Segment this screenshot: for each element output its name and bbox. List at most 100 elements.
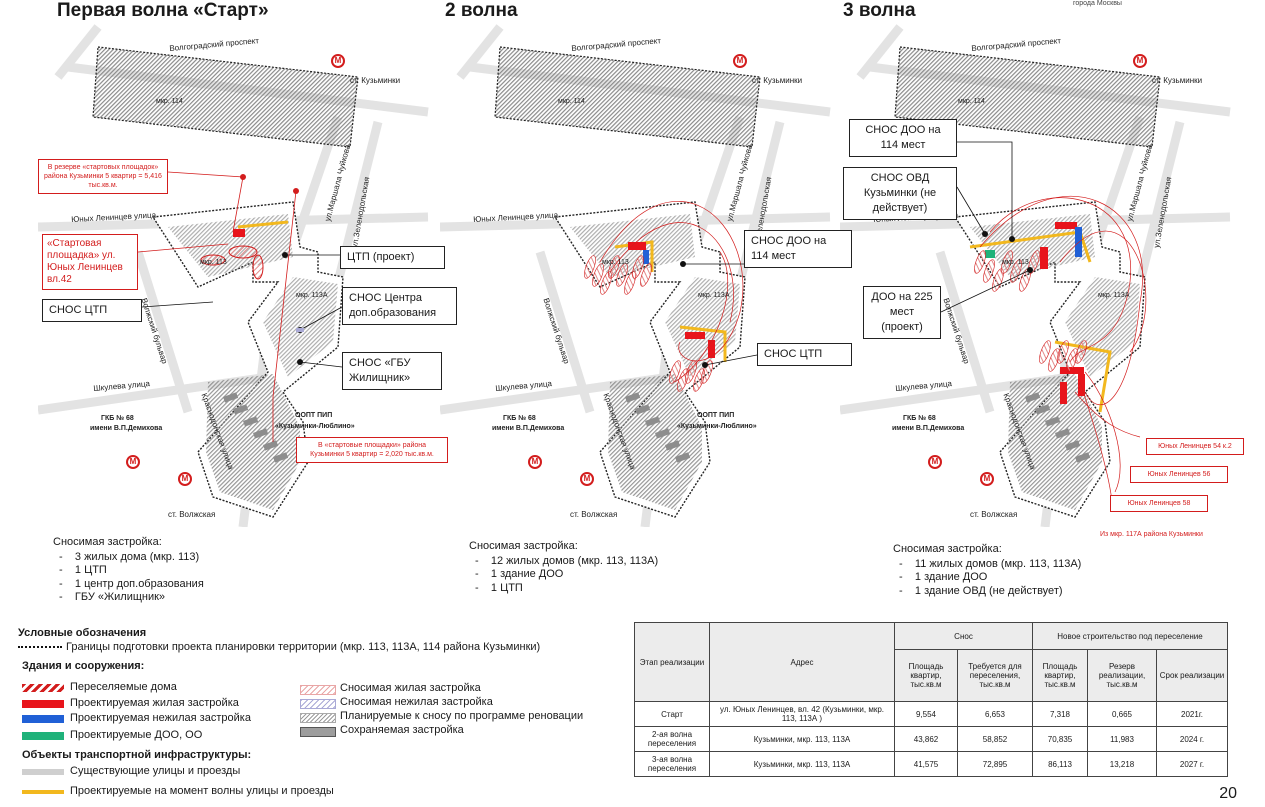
green-swatch (22, 732, 64, 740)
street-label: ГКБ № 68 (101, 415, 134, 422)
new-nonres (1075, 227, 1082, 257)
wave-3-title: 3 волна (843, 0, 916, 21)
street (54, 24, 102, 80)
preserved-building (1035, 404, 1051, 415)
legend-item-existing-streets: Существующие улицы и проезды (18, 765, 240, 777)
planned-street (679, 325, 727, 362)
legend-item-planned-streets: Проектируемые на момент волны улицы и пр… (18, 785, 334, 797)
renovation-area (970, 214, 1095, 277)
demolition-item: - 1 здание ДОО (475, 568, 564, 580)
new-building (685, 332, 705, 339)
preserved-building (222, 392, 239, 403)
header-required: Требуется для переселения, тыс.кв.м (957, 649, 1033, 702)
street-label: мкр. 114 (558, 98, 585, 105)
preserved-building (233, 404, 249, 415)
street-label: мкр. 113 (200, 259, 227, 266)
street-label: мкр. 113 (602, 259, 629, 266)
leader-line (704, 354, 758, 366)
renovation-area (1008, 374, 1102, 510)
cell-address: Кузьминки, мкр. 113, 113А (709, 751, 895, 777)
demolished-house (669, 360, 681, 384)
legend-boundary: Границы подготовки проекта планировки те… (18, 641, 540, 653)
preserved-building (1045, 416, 1061, 427)
doo-new-callout: ДОО на 225 мест (проект) (863, 286, 941, 339)
demolished-house (1039, 340, 1051, 364)
header-apt-area: Площадь квартир, тыс.кв.м (894, 649, 958, 702)
metro-icon: M (331, 54, 345, 68)
demolition-item: - 11 жилых домов (мкр. 113, 113А) (899, 557, 1082, 570)
renovation-area (608, 374, 702, 510)
preserved-building (655, 428, 671, 439)
header-deadline: Срок реализации (1156, 649, 1228, 702)
hatch-lilac-swatch (300, 699, 336, 709)
street-label: ст. Волжская (970, 510, 1018, 519)
street-label: ст. Кузьминки (1152, 76, 1203, 85)
demolished-house (1057, 340, 1069, 364)
hatch-gray-swatch (300, 713, 336, 723)
demolished-house (640, 263, 652, 287)
cell-apt-area: 43,862 (894, 726, 958, 752)
demolition-item: - 12 жилых домов (мкр. 113, 113А) (475, 554, 659, 567)
preserved-building (1025, 392, 1041, 403)
metro-icon: M (928, 455, 942, 469)
new-building (1060, 382, 1067, 404)
preserved-building (243, 416, 259, 427)
corner-note: города Москвы (1073, 0, 1122, 7)
preserved-building (665, 440, 681, 451)
map-svg (840, 24, 1231, 527)
street-label: ГКБ № 68 (503, 415, 536, 422)
demolition-item: - 1 ЦТП (59, 564, 107, 576)
street-label: мкр. 113А (698, 292, 730, 299)
cell-deadline: 2021г. (1156, 701, 1228, 727)
demolished-house (1001, 250, 1013, 274)
demolished-nonres (296, 328, 304, 332)
red-swatch (22, 700, 64, 708)
map-svg (38, 24, 429, 527)
legend-item-preserved: Сохраняемая застройка (300, 724, 464, 737)
block-114 (894, 46, 1161, 148)
street-label: имени В.П.Демихова (90, 425, 163, 432)
renovation-area (665, 277, 740, 377)
legend-item-nonresidential: Проектируемая нежилая застройка (18, 712, 251, 724)
planned-street (237, 220, 289, 229)
street-label: ст. Волжская (168, 510, 216, 519)
cell-address: ул. Юных Ленинцев, вл. 42 (Кузьминки, мк… (709, 701, 895, 727)
hatch-pink-swatch (300, 685, 336, 695)
demolished-house (632, 255, 644, 279)
cell-new-area: 86,113 (1032, 751, 1088, 777)
legend-title: Условные обозначения (18, 627, 147, 639)
page-number: 20 (1219, 785, 1237, 802)
relocation-arc (1079, 381, 1113, 503)
red-callout-58: Юных Ленинцев 58 (1110, 495, 1208, 512)
cell-required: 6,653 (957, 701, 1033, 727)
street-label: «Кузьминки-Люблино» (275, 423, 355, 430)
legend-transport-heading: Объекты транспортной инфраструктуры: (22, 749, 252, 761)
resettlement-table: Этап реализации Адрес Снос Новое строите… (634, 622, 1228, 777)
metro-icon: M (580, 472, 594, 486)
block-114 (92, 46, 359, 148)
leader-line (956, 186, 986, 235)
demolition-item: - 1 центр доп.образования (59, 577, 204, 590)
header-new-construction: Новое строительство под переселение (1032, 622, 1228, 650)
gray-street-swatch (22, 769, 64, 775)
demolished-house (252, 254, 264, 280)
demolition-list-w3: Сносимая застройка: - 11 жилых домов (мк… (893, 543, 1081, 598)
metro-icon: M (126, 455, 140, 469)
relocation-arc (979, 195, 1143, 406)
demolition-list-w2: Сносимая застройка: - 12 жилых домов (мк… (469, 540, 658, 595)
cell-stage: Старт (634, 701, 710, 727)
street (456, 24, 504, 80)
street-label: мкр. 113 (1002, 259, 1029, 266)
demolished-house (200, 254, 226, 266)
demolition-item: - 1 здание ОВД (не действует) (899, 584, 1063, 597)
preserved-building (262, 440, 279, 451)
demolished-house (974, 250, 986, 274)
boundary-swatch (18, 646, 62, 649)
street (856, 24, 904, 80)
preserved-building (1075, 452, 1091, 463)
cell-reserve: 13,218 (1087, 751, 1157, 777)
demolition-heading: Сносимая застройка: (53, 536, 162, 548)
preserved-building (675, 452, 691, 463)
map-svg (440, 24, 831, 527)
demolished-house (592, 263, 604, 287)
